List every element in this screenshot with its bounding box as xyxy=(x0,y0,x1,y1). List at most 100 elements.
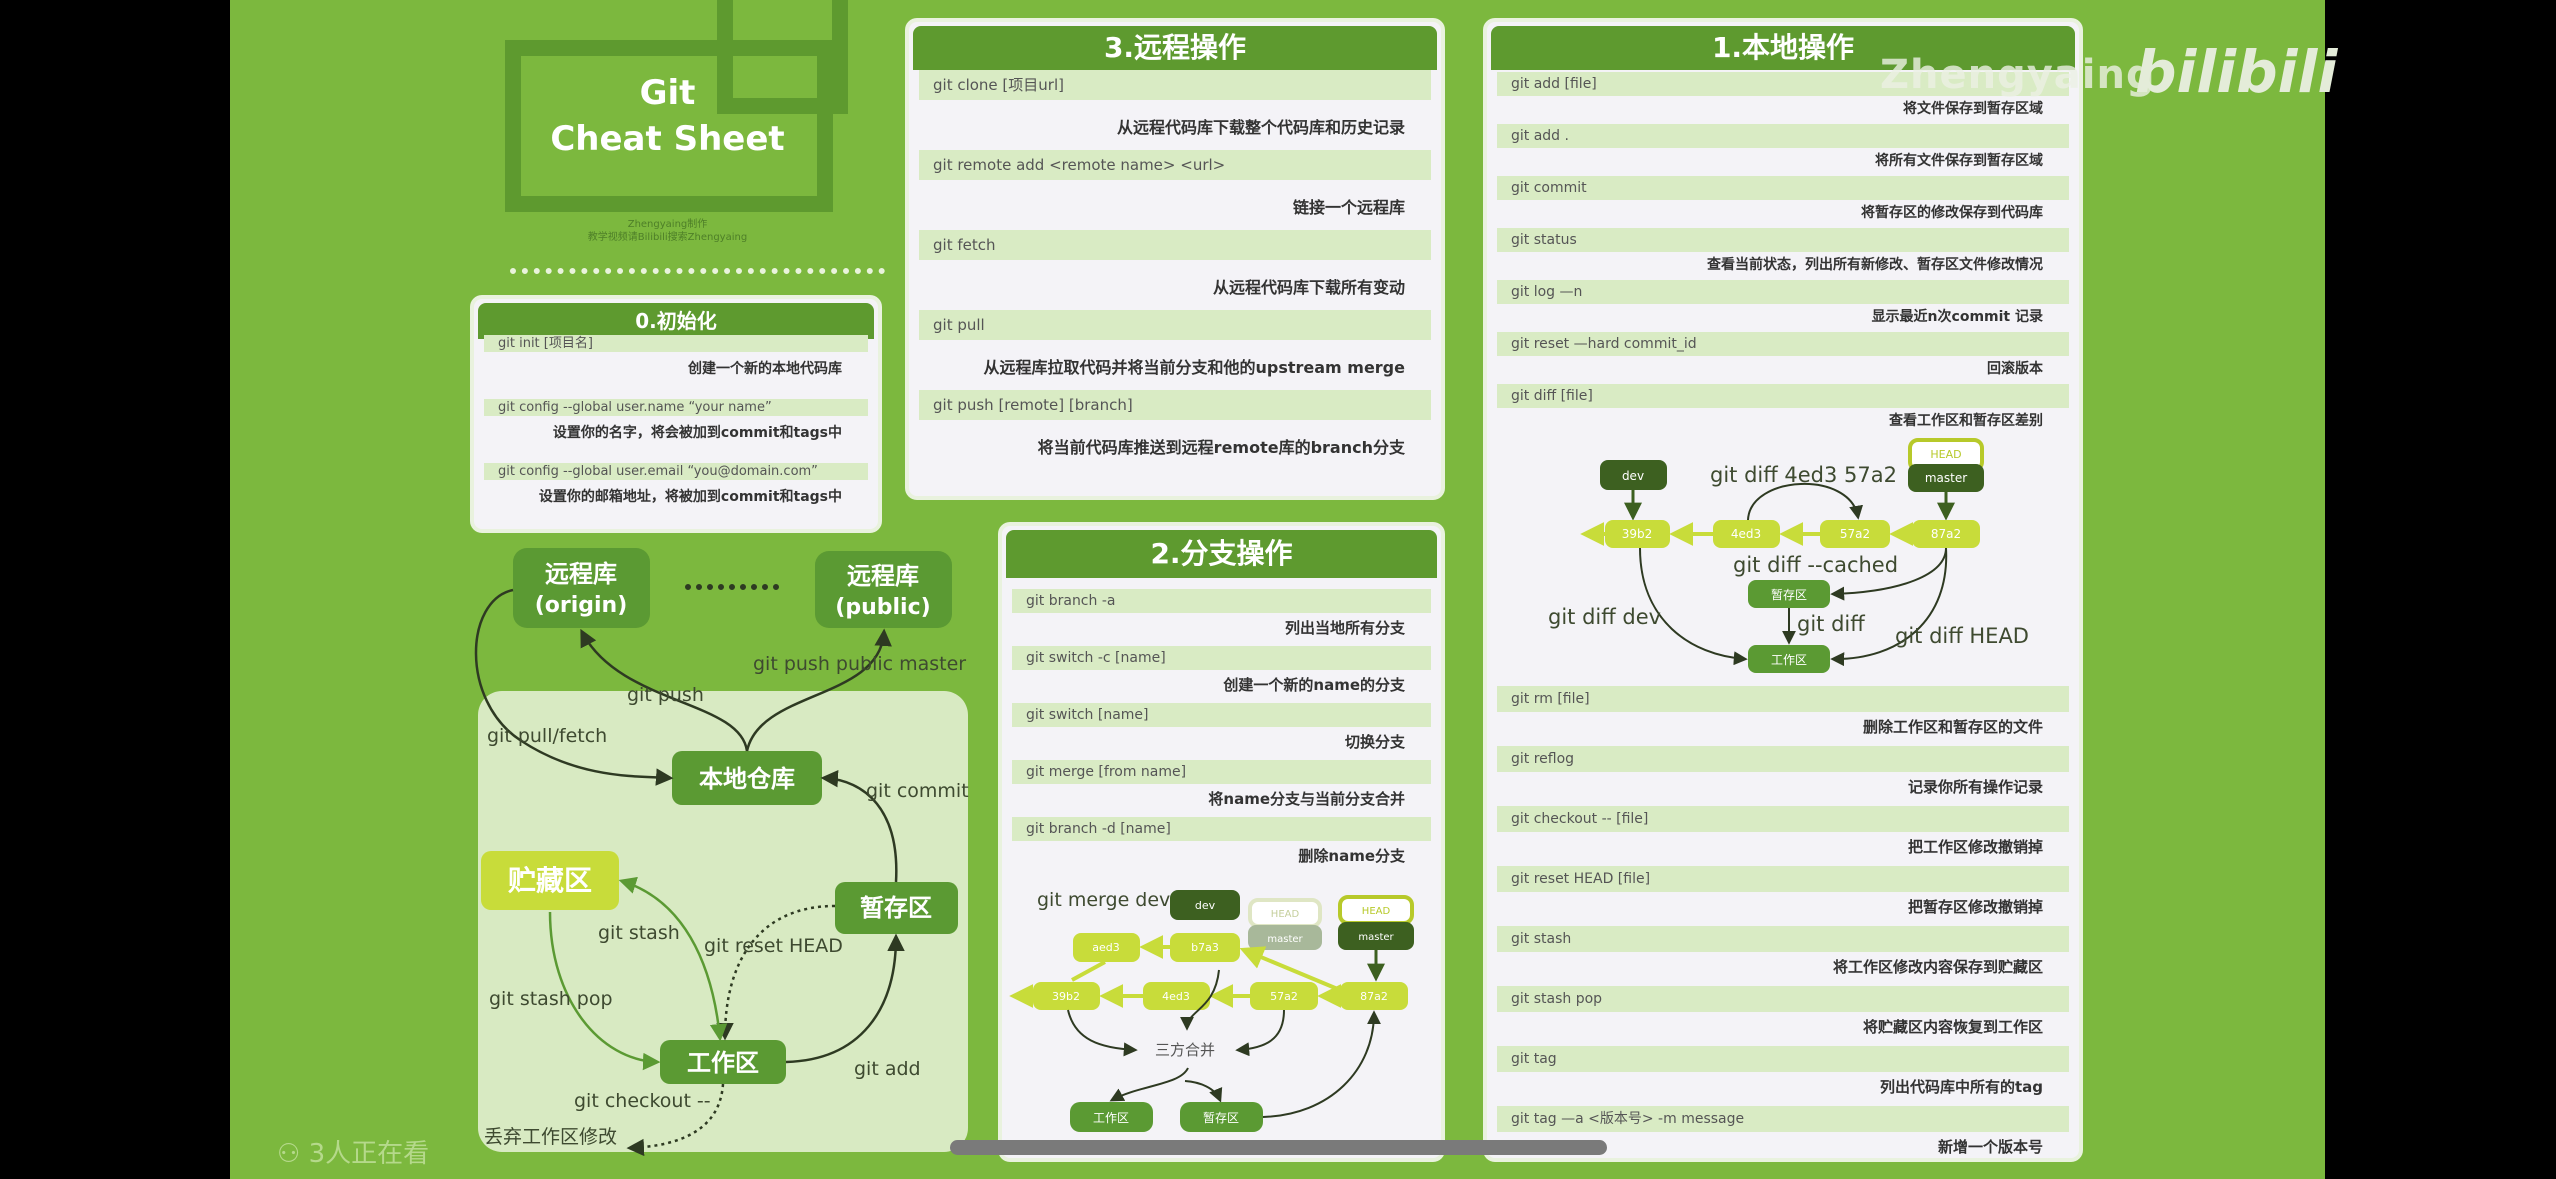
command-text: git push [remote] [branch] xyxy=(919,390,1431,420)
command-text: git init [项目名] xyxy=(484,335,868,352)
command-text: git add [file] xyxy=(1497,72,2069,96)
command-description: 创建一个新的name的分支 xyxy=(1223,676,1405,694)
command-description: 将工作区修改内容保存到贮藏区 xyxy=(1832,958,2043,976)
section-local-list-a: git add [file] 将文件保存到暂存区域 git add . 将所有文件保存… xyxy=(1487,72,2079,436)
section-init-title: 0.初始化 xyxy=(478,303,874,339)
command-entry: git remote add <remote name> <url> 链接一个远程… xyxy=(909,150,1441,230)
title-line2: Cheat Sheet xyxy=(550,119,785,159)
command-entry: git branch -a 列出当地所有分支 xyxy=(1002,589,1441,646)
command-entry: git add [file] 将文件保存到暂存区域 xyxy=(1487,72,2079,124)
title-frame xyxy=(505,40,833,212)
command-text: git stash xyxy=(1497,926,2069,952)
command-description: 将当前代码库推送到远程remote库的branch分支 xyxy=(1037,438,1405,457)
dotted-divider xyxy=(510,268,885,274)
command-text: git stash pop xyxy=(1497,986,2069,1012)
command-description: 将文件保存到暂存区域 xyxy=(1903,101,2043,117)
title-line1: Git xyxy=(639,73,696,113)
command-text: git pull xyxy=(919,310,1431,340)
command-description: 查看工作区和暂存区差别 xyxy=(1889,413,2043,429)
progress-scrollbar[interactable] xyxy=(950,1140,1607,1155)
command-description: 把暂存区修改撤销掉 xyxy=(1907,898,2043,916)
command-description: 设置你的邮箱地址，将被加到commit和tags中 xyxy=(538,489,842,505)
section-branch-list: git branch -a 列出当地所有分支 git switch -c [name… xyxy=(1002,589,1441,874)
command-description: 新增一个版本号 xyxy=(1937,1138,2043,1156)
command-description: 显示最近n次commit 记录 xyxy=(1871,309,2043,325)
command-text: git checkout -- [file] xyxy=(1497,806,2069,832)
command-entry: git push [remote] [branch] 将当前代码库推送到远程rem… xyxy=(909,390,1441,470)
command-entry: git clone [项目url] 从远程代码库下载整个代码库和历史记录 xyxy=(909,70,1441,150)
people-icon: ⚇ xyxy=(277,1139,301,1169)
command-entry: git add . 将所有文件保存到暂存区域 xyxy=(1487,124,2079,176)
command-description: 创建一个新的本地代码库 xyxy=(688,361,842,377)
command-description: 删除工作区和暂存区的文件 xyxy=(1862,718,2043,736)
section-init-list: git init [项目名] 创建一个新的本地代码库 git config --gl… xyxy=(474,335,878,527)
command-text: git switch -c [name] xyxy=(1012,646,1431,670)
command-text: git add . xyxy=(1497,124,2069,148)
viewer-count-text: 3人正在看 xyxy=(308,1139,430,1169)
command-text: git branch -a xyxy=(1012,589,1431,613)
command-description: 链接一个远程库 xyxy=(1292,198,1405,217)
command-text: git config --global user.name “your name… xyxy=(484,399,868,416)
command-text: git reset —hard commit_id xyxy=(1497,332,2069,356)
command-text: git merge [from name] xyxy=(1012,760,1431,784)
author-watermark: Zhengyaing xyxy=(1880,52,2156,98)
command-entry: git init [项目名] 创建一个新的本地代码库 xyxy=(474,335,878,399)
command-text: git remote add <remote name> <url> xyxy=(919,150,1431,180)
command-text: git tag —a <版本号> -m message xyxy=(1497,1106,2069,1132)
command-entry: git config --global user.email “you@doma… xyxy=(474,463,878,527)
command-entry: git tag —a <版本号> -m message 新增一个版本号 xyxy=(1487,1106,2079,1158)
section-remote-title: 3.远程操作 xyxy=(913,26,1437,70)
section-local-title: 1.本地操作 xyxy=(1491,26,2075,70)
command-description: 将暂存区的修改保存到代码库 xyxy=(1861,205,2043,221)
command-entry: git log —n 显示最近n次commit 记录 xyxy=(1487,280,2079,332)
command-description: 从远程库拉取代码并将当前分支和他的upstream merge xyxy=(983,358,1405,377)
command-entry: git merge [from name] 将name分支与当前分支合并 xyxy=(1002,760,1441,817)
command-description: 从远程代码库下载整个代码库和历史记录 xyxy=(1116,118,1405,137)
command-text: git branch -d [name] xyxy=(1012,817,1431,841)
command-text: git tag xyxy=(1497,1046,2069,1072)
command-entry: git switch -c [name] 创建一个新的name的分支 xyxy=(1002,646,1441,703)
command-description: 删除name分支 xyxy=(1298,847,1405,865)
command-text: git switch [name] xyxy=(1012,703,1431,727)
command-description: 设置你的名字，将会被加到commit和tags中 xyxy=(552,425,842,441)
command-description: 切换分支 xyxy=(1344,733,1405,751)
command-entry: git switch [name] 切换分支 xyxy=(1002,703,1441,760)
command-description: 将name分支与当前分支合并 xyxy=(1208,790,1405,808)
command-text: git rm [file] xyxy=(1497,686,2069,712)
command-entry: git tag 列出代码库中所有的tag xyxy=(1487,1046,2079,1106)
command-entry: git diff [file] 查看工作区和暂存区差别 xyxy=(1487,384,2079,436)
command-text: git diff [file] xyxy=(1497,384,2069,408)
command-text: git fetch xyxy=(919,230,1431,260)
section-remote: 3.远程操作 git clone [项目url] 从远程代码库下载整个代码库和历史… xyxy=(905,18,1445,500)
command-text: git reflog xyxy=(1497,746,2069,772)
bilibili-logo: bilibili xyxy=(2135,38,2338,106)
command-entry: git stash pop 将贮藏区内容恢复到工作区 xyxy=(1487,986,2079,1046)
command-description: 列出当地所有分支 xyxy=(1284,619,1405,637)
command-description: 将所有文件保存到暂存区域 xyxy=(1875,153,2043,169)
command-text: git clone [项目url] xyxy=(919,70,1431,100)
command-entry: git pull 从远程库拉取代码并将当前分支和他的upstream merge xyxy=(909,310,1441,390)
viewer-count: ⚇ 3人正在看 xyxy=(277,1133,429,1170)
section-local: 1.本地操作 git add [file] 将文件保存到暂存区域 git add .… xyxy=(1483,18,2083,1162)
command-entry: git reset HEAD [file]把暂存区修改撤销掉 xyxy=(1487,866,2079,926)
section-init: 0.初始化 git init [项目名] 创建一个新的本地代码库 git confi… xyxy=(470,295,882,533)
credit-video: 教学视频请Bilibili搜索Zhengyaing xyxy=(587,232,748,243)
command-description: 列出代码库中所有的tag xyxy=(1879,1078,2043,1096)
title-frame-square xyxy=(717,0,848,114)
command-entry: git rm [file] 删除工作区和暂存区的文件 xyxy=(1487,686,2079,746)
credit-author: Zhengyaing制作 xyxy=(627,219,708,230)
command-description: 将贮藏区内容恢复到工作区 xyxy=(1862,1018,2043,1036)
command-entry: git branch -d [name] 删除name分支 xyxy=(1002,817,1441,874)
command-description: 回滚版本 xyxy=(1987,361,2043,377)
command-text: git config --global user.email “you@doma… xyxy=(484,463,868,480)
command-text: git log —n xyxy=(1497,280,2069,304)
command-text: git status xyxy=(1497,228,2069,252)
command-entry: git stash 将工作区修改内容保存到贮藏区 xyxy=(1487,926,2079,986)
command-entry: git reset —hard commit_id 回滚版本 xyxy=(1487,332,2079,384)
